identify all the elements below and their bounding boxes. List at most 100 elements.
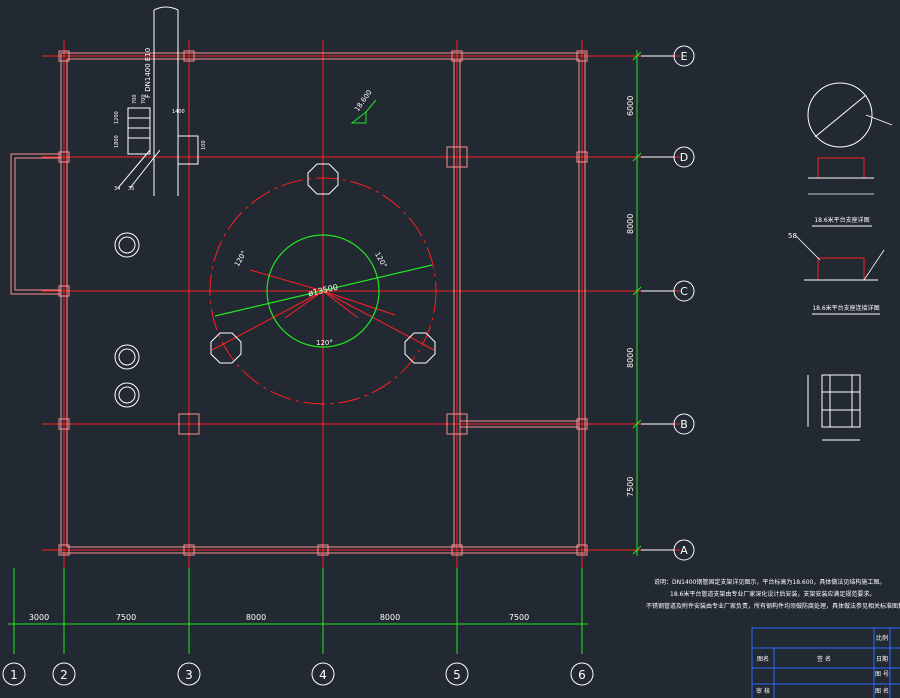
column-a2 (58, 544, 70, 556)
pipe-opening (118, 386, 136, 404)
title-block: 图名 签 名 日期 审 核 图 号 比例 图 名 (751, 627, 900, 698)
col-bubble-2 (52, 662, 76, 686)
tb-cell: 图 号 (875, 671, 889, 678)
angle-label-bottom: 120° (316, 339, 333, 347)
column-c2 (58, 285, 70, 297)
tb-cell: 审 核 (756, 687, 770, 695)
stair-dim: 1400 (172, 109, 185, 115)
column-a5 (451, 544, 463, 556)
vertical-pipe (153, 6, 179, 196)
radial-line (322, 290, 359, 319)
row-dim-label: 7500 (626, 477, 635, 497)
detail1-diameter (814, 94, 867, 138)
dim-tick (632, 545, 642, 555)
stair-dim: 100 (201, 140, 207, 150)
column-b6 (576, 418, 588, 430)
pipe-opening (118, 348, 136, 366)
stair-dimensions: 1400 700 700 1200 1800 100 34 35 (114, 94, 207, 192)
column-a6 (576, 544, 588, 556)
row-axis-bubbles (641, 45, 695, 561)
detail1-leader (865, 114, 893, 126)
elevation-triangle (350, 110, 367, 124)
tb-cell: 日期 (876, 655, 888, 663)
col-label-1: 1 (10, 668, 18, 682)
support-pad-top (307, 163, 339, 195)
radial-line (322, 290, 435, 351)
title-block-text: 图名 签 名 日期 审 核 图 号 比例 图 名 (756, 634, 889, 695)
row-label-c: C (680, 285, 688, 298)
perimeter-beam (60, 52, 586, 554)
row-bubble-c (673, 280, 695, 302)
radial-line (249, 269, 324, 292)
stair-dim: 34 (114, 186, 120, 192)
pipe-openings (114, 232, 140, 408)
tb-cell: 图名 (757, 655, 769, 663)
column-b3 (178, 413, 200, 435)
detail2-leader (795, 235, 821, 261)
pipe-label: F DN1400 E10 (144, 48, 152, 98)
dim-tick (632, 419, 642, 429)
col-bubble-6 (570, 662, 594, 686)
design-notes: 说明：DN1400钢管固定支架详见图示，平台标高为18.600，具体做法见结构施… (646, 578, 900, 610)
row-label-a: A (680, 544, 688, 557)
stair-dim: 700 (132, 94, 138, 104)
row-axis-labels: E D C B A (680, 50, 688, 557)
pipe-opening (114, 232, 140, 258)
row-bubble-e (673, 45, 695, 67)
row-label-e: E (681, 50, 688, 63)
col-axis-bubbles (2, 662, 594, 686)
note-line-3: 不锈钢管道及附件安装由专业厂家负责，所有钢构件均须做防腐处理，具体做法参见相关标… (646, 602, 900, 610)
row-label-b: B (680, 418, 688, 431)
stair-dim: 35 (128, 186, 134, 192)
col-label-2: 2 (60, 668, 68, 682)
row-dim-label: 8000 (626, 348, 635, 368)
col-axis-labels: 1 2 3 4 5 6 (10, 668, 586, 682)
column-e5 (451, 50, 463, 62)
diameter-line (214, 264, 433, 317)
column-e6 (576, 50, 588, 62)
detail1-title: 18.6米平台支座详图 (814, 216, 869, 224)
grid-axis-lines (42, 40, 680, 568)
detail3-outer (821, 374, 861, 428)
stair-box (127, 107, 151, 155)
row-label-d: D (680, 151, 688, 164)
col-label-6: 6 (578, 668, 586, 682)
radial-line (322, 290, 396, 316)
leader-line (117, 149, 151, 189)
dim-tick (632, 51, 642, 61)
row-bubble-a (673, 539, 695, 561)
detail1-plan-circle (807, 82, 873, 148)
col-label-4: 4 (319, 668, 327, 682)
column-b5 (446, 413, 468, 435)
title-block-frame (751, 627, 900, 698)
radial-line (211, 290, 324, 351)
bottom-dimension-labels: 3000 7500 8000 8000 7500 (29, 613, 529, 622)
col-bubble-5 (445, 662, 469, 686)
tank-radial-lines (211, 160, 435, 351)
perimeter-beam-inner (66, 58, 580, 548)
right-dimension-labels: 6000 8000 8000 7500 (626, 96, 635, 497)
support-pad-left (210, 332, 242, 364)
detail2-mark: 58 (788, 232, 797, 240)
row-dim-label: 8000 (626, 214, 635, 234)
detail2-title: 18.6米平台支座连接详图 (812, 304, 879, 312)
stair-dim: 1200 (114, 111, 120, 124)
right-dimension-chain (632, 50, 642, 556)
column-d2 (58, 151, 70, 163)
column-a4 (317, 544, 329, 556)
column-e3 (183, 50, 195, 62)
column-b2 (58, 418, 70, 430)
bottom-dimension-chain (8, 568, 588, 654)
col-dim-label: 7500 (116, 613, 136, 622)
stair-landing (177, 135, 199, 165)
dim-tick (632, 152, 642, 162)
tb-cell: 比例 (876, 634, 888, 642)
columns (58, 50, 588, 556)
pipe-opening (118, 236, 136, 254)
radial-line (284, 290, 324, 319)
tank-supports (210, 163, 436, 364)
detail3-frame (807, 374, 861, 441)
column-a3 (183, 544, 195, 556)
column-d5 (446, 146, 468, 168)
col-label-3: 3 (185, 668, 193, 682)
